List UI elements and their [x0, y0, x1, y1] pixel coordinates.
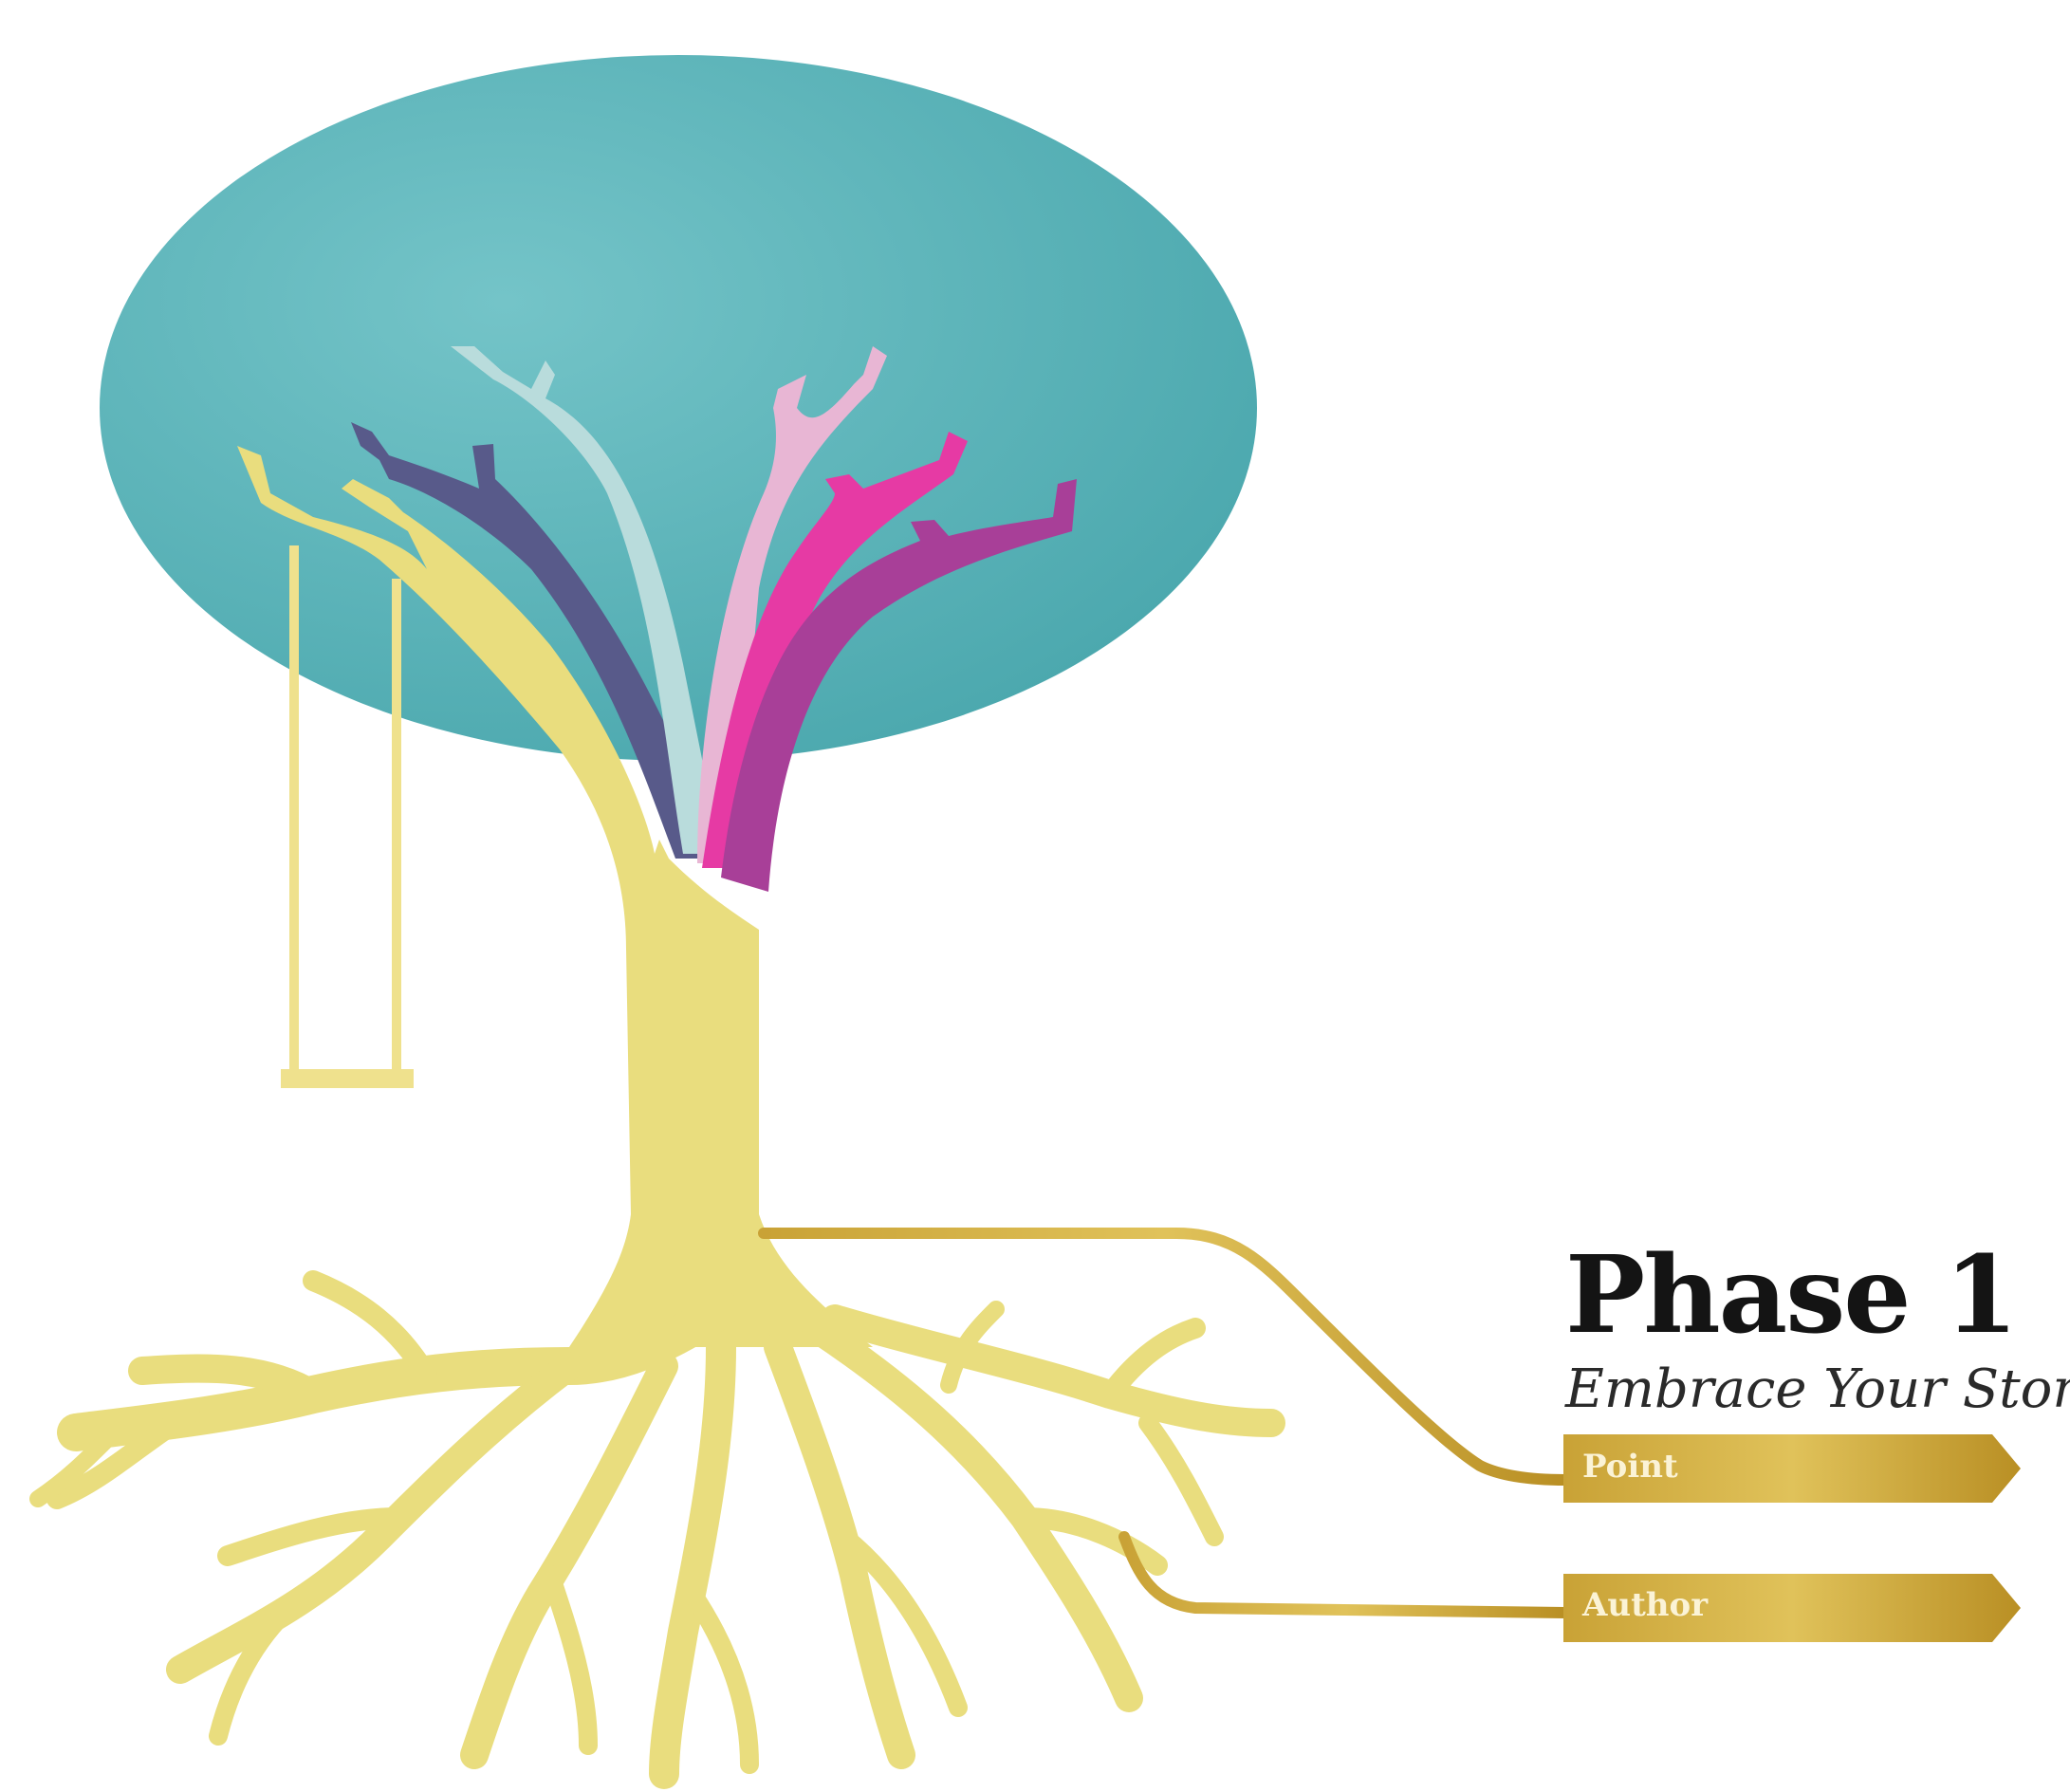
phase-subtitle: Embrace Your Story: [1565, 1358, 2070, 1420]
swing-icon: [289, 545, 401, 1072]
connector-lines: [758, 1228, 1571, 1618]
inner-branches: [351, 346, 1077, 892]
branch-purple: [721, 479, 1077, 892]
swing-seat: [281, 1069, 414, 1088]
phase-title: Phase 1: [1565, 1233, 2018, 1358]
tag-point-label[interactable]: Point: [1582, 1448, 1678, 1486]
tag-point-shape[interactable]: [1563, 1434, 2021, 1503]
tree-roots: [29, 1270, 1285, 1789]
connector-author: [1118, 1531, 1571, 1618]
tag-author-label[interactable]: Author: [1582, 1586, 1709, 1624]
connector-point: [758, 1228, 1571, 1486]
branch-lightblue: [451, 346, 721, 854]
tag-author-shape[interactable]: [1563, 1574, 2021, 1642]
tree-canopy: [100, 55, 1257, 761]
tree-trunk: [237, 446, 873, 1347]
